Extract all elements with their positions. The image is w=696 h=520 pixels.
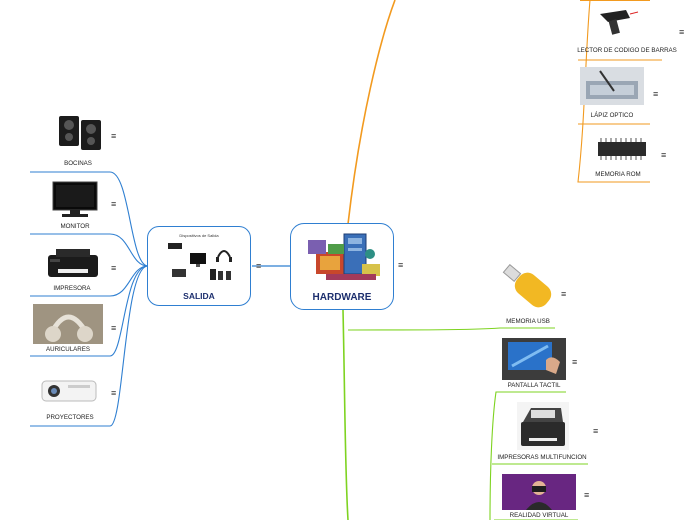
link-central-input (347, 0, 396, 225)
link-auriculares (30, 265, 149, 357)
impresora-menu-icon[interactable]: ≡ (111, 263, 117, 273)
link-bocinas (30, 171, 149, 267)
central-node[interactable]: HARDWARE (290, 223, 394, 310)
bocinas-menu-icon[interactable]: ≡ (111, 131, 117, 141)
lapiz-menu-icon[interactable]: ≡ (653, 89, 659, 99)
link-io-tactil (489, 391, 566, 520)
multifunction-printer-icon (517, 402, 569, 450)
usb-menu-icon[interactable]: ≡ (561, 289, 567, 299)
lector-menu-icon[interactable]: ≡ (679, 27, 685, 37)
usb-drive-icon (502, 264, 552, 308)
rom-menu-icon[interactable]: ≡ (661, 150, 667, 160)
speakers-icon (59, 116, 101, 150)
light-pen-icon (580, 67, 644, 105)
vr-headset-icon (502, 474, 576, 510)
headphones-icon (33, 304, 103, 344)
link-io-usb (347, 327, 555, 331)
touchscreen-icon (502, 338, 566, 380)
leaf-label-vr[interactable]: REALIDAD VIRTUAL (509, 512, 569, 519)
rom-chip-icon (598, 138, 646, 160)
salida-thumb-title: Dispositivos de Salida (179, 233, 219, 238)
auriculares-menu-icon[interactable]: ≡ (111, 323, 117, 333)
link-impresora (30, 265, 149, 297)
salida-node[interactable]: Dispositivos de Salida SALIDA (147, 226, 251, 306)
link-monitor (30, 233, 149, 267)
salida-label: SALIDA (183, 291, 215, 301)
leaf-label-lector[interactable]: LECTOR DE CODIGO DE BARRAS (577, 47, 677, 54)
leaf-label-lapiz[interactable]: LÁPIZ OPTICO (590, 112, 634, 119)
salida-menu-icon[interactable]: ≡ (256, 261, 262, 271)
leaf-label-impresora[interactable]: IMPRESORA (53, 285, 91, 292)
barcode-scanner-icon (600, 10, 639, 35)
multifuncion-menu-icon[interactable]: ≡ (593, 426, 599, 436)
hardware-illustration-icon (308, 233, 380, 280)
tactil-menu-icon[interactable]: ≡ (572, 357, 578, 367)
central-label: HARDWARE (312, 292, 372, 303)
projector-icon (41, 380, 97, 402)
leaf-label-proyectores[interactable]: PROYECTORES (46, 414, 94, 421)
proyectores-menu-icon[interactable]: ≡ (111, 388, 117, 398)
link-proyectores (30, 265, 149, 427)
output-devices-illustration-icon (168, 243, 232, 280)
leaf-label-rom[interactable]: MEMORIA ROM (595, 171, 641, 178)
monitor-icon (52, 181, 98, 217)
leaf-label-bocinas[interactable]: BOCINAS (64, 160, 92, 167)
leaf-label-tactil[interactable]: PANTALLA TACTIL (507, 382, 561, 389)
leaf-label-auriculares[interactable]: AURICULARES (45, 346, 90, 353)
central-menu-icon[interactable]: ≡ (398, 260, 404, 270)
monitor-menu-icon[interactable]: ≡ (111, 199, 117, 209)
link-central-io (342, 309, 349, 520)
leaf-label-multifuncion[interactable]: IMPRESORAS MULTIFUNCION (497, 454, 587, 461)
leaf-label-usb[interactable]: MEMORIA USB (506, 318, 550, 325)
vr-menu-icon[interactable]: ≡ (584, 490, 590, 500)
printer-icon (48, 249, 98, 277)
leaf-label-monitor[interactable]: MONITOR (60, 223, 90, 230)
